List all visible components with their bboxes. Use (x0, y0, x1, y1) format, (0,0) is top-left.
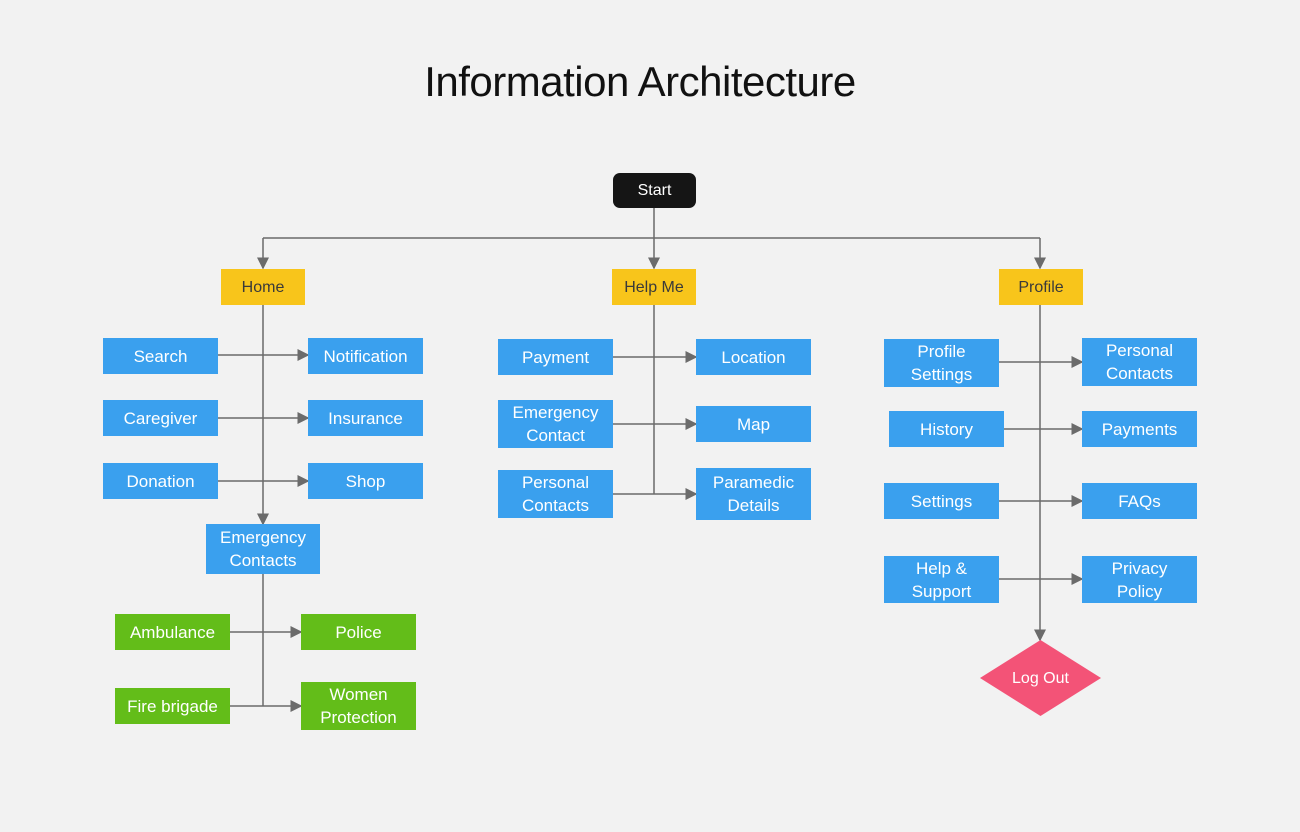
node-ambulance[interactable]: Ambulance (115, 614, 230, 650)
node-notification[interactable]: Notification (308, 338, 423, 374)
node-payments[interactable]: Payments (1082, 411, 1197, 447)
node-map[interactable]: Map (696, 406, 811, 442)
node-shop[interactable]: Shop (308, 463, 423, 499)
node-personal-contacts-help[interactable]: Personal Contacts (498, 470, 613, 518)
section-home[interactable]: Home (221, 269, 305, 305)
node-help-support[interactable]: Help & Support (884, 556, 999, 603)
node-privacy-policy[interactable]: Privacy Policy (1082, 556, 1197, 603)
node-paramedic-details[interactable]: Paramedic Details (696, 468, 811, 520)
node-caregiver[interactable]: Caregiver (103, 400, 218, 436)
node-search[interactable]: Search (103, 338, 218, 374)
node-location[interactable]: Location (696, 339, 811, 375)
section-help-me[interactable]: Help Me (612, 269, 696, 305)
node-log-out[interactable]: Log Out (980, 640, 1101, 716)
node-fire-brigade[interactable]: Fire brigade (115, 688, 230, 724)
node-profile-settings[interactable]: Profile Settings (884, 339, 999, 387)
node-payment[interactable]: Payment (498, 339, 613, 375)
log-out-label: Log Out (1012, 669, 1069, 687)
node-emergency-contacts[interactable]: Emergency Contacts (206, 524, 320, 574)
node-faqs[interactable]: FAQs (1082, 483, 1197, 519)
node-women-protection[interactable]: Women Protection (301, 682, 416, 730)
node-police[interactable]: Police (301, 614, 416, 650)
diamond-shape (980, 640, 1101, 716)
section-profile[interactable]: Profile (999, 269, 1083, 305)
start-node[interactable]: Start (613, 173, 696, 208)
node-settings[interactable]: Settings (884, 483, 999, 519)
node-emergency-contact[interactable]: Emergency Contact (498, 400, 613, 448)
diagram-title: Information Architecture (424, 58, 856, 105)
node-insurance[interactable]: Insurance (308, 400, 423, 436)
node-personal-contacts-profile[interactable]: Personal Contacts (1082, 338, 1197, 386)
node-donation[interactable]: Donation (103, 463, 218, 499)
node-history[interactable]: History (889, 411, 1004, 447)
